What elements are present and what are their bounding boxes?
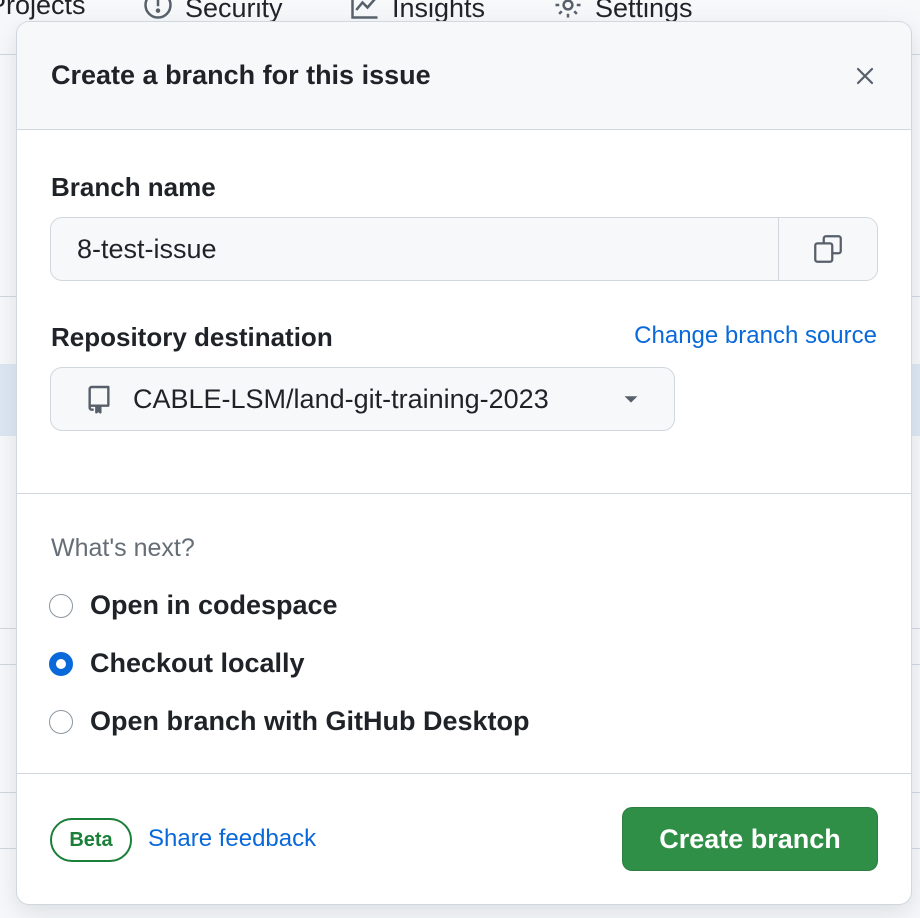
- nav-label-settings: Settings: [595, 0, 693, 23]
- share-feedback-link[interactable]: Share feedback: [148, 825, 317, 852]
- branch-name-input[interactable]: [51, 218, 778, 280]
- option-label: Open in codespace: [90, 590, 338, 620]
- copy-icon: [814, 235, 842, 263]
- option-checkout-locally[interactable]: Checkout locally: [49, 648, 305, 679]
- nav-item-projects[interactable]: Projects: [0, 0, 86, 21]
- branch-settings-section: Branch name Repository destination Chang…: [17, 130, 911, 494]
- create-branch-button[interactable]: Create branch: [622, 807, 878, 871]
- branch-name-label: Branch name: [51, 172, 216, 202]
- nav-label-insights: Insights: [392, 0, 486, 23]
- branch-name-field: [50, 217, 878, 281]
- nav-item-settings[interactable]: Settings: [553, 0, 693, 27]
- create-branch-dialog: Create a branch for this issue Branch na…: [17, 22, 911, 904]
- dialog-footer: Beta Share feedback Create branch: [17, 774, 911, 904]
- whats-next-section: What's next? Open in codespace Checkout …: [17, 494, 911, 774]
- repo-icon: [88, 385, 110, 414]
- nav-label-projects: Projects: [0, 0, 86, 20]
- whats-next-heading: What's next?: [51, 534, 195, 562]
- option-label: Checkout locally: [90, 648, 305, 678]
- graph-icon: [350, 0, 380, 27]
- close-button[interactable]: [847, 58, 883, 94]
- option-open-in-codespace[interactable]: Open in codespace: [49, 590, 338, 621]
- nav-item-insights[interactable]: Insights: [350, 0, 485, 27]
- dialog-title: Create a branch for this issue: [51, 60, 431, 90]
- nav-label-security: Security: [185, 0, 283, 23]
- triangle-down-icon: [624, 396, 638, 403]
- copy-button[interactable]: [778, 218, 877, 280]
- gear-icon: [553, 0, 583, 27]
- beta-badge: Beta: [50, 818, 132, 862]
- change-branch-source-link[interactable]: Change branch source: [634, 322, 877, 349]
- radio-button-checked[interactable]: [49, 651, 73, 676]
- option-label: Open branch with GitHub Desktop: [90, 706, 530, 736]
- shield-icon: [143, 0, 173, 27]
- repository-name: CABLE-LSM/land-git-training-2023: [133, 383, 549, 414]
- repository-destination-label: Repository destination: [51, 322, 333, 352]
- nav-item-security[interactable]: Security: [143, 0, 283, 27]
- option-open-github-desktop[interactable]: Open branch with GitHub Desktop: [49, 706, 530, 737]
- dialog-header: Create a branch for this issue: [17, 22, 911, 130]
- radio-button[interactable]: [49, 709, 73, 734]
- repository-select[interactable]: CABLE-LSM/land-git-training-2023: [50, 367, 675, 431]
- radio-button[interactable]: [49, 593, 73, 618]
- close-icon: [856, 67, 874, 84]
